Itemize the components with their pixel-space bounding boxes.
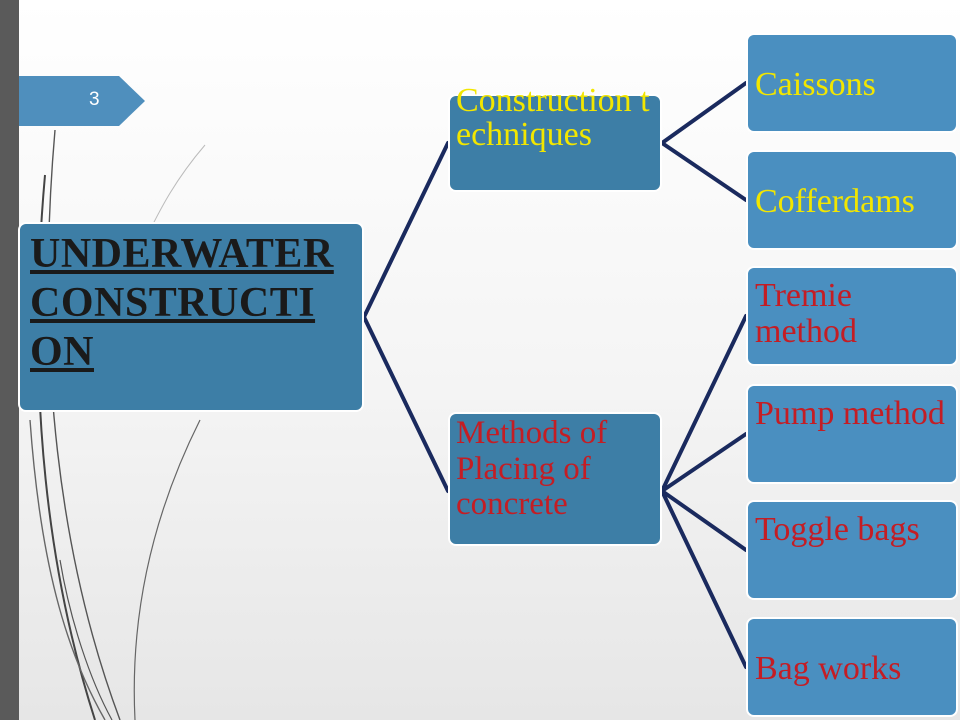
- slide-left-bar: [0, 0, 19, 720]
- connector-placing-to-bagworks: [660, 489, 748, 669]
- leaf-bag-works: Bag works: [746, 617, 958, 717]
- connector-placing-to-toggle: [660, 489, 748, 552]
- connector-construction-to-caissons: [660, 81, 748, 145]
- leaf-cofferdams: Cofferdams: [746, 150, 958, 250]
- root-label: UNDERWATER CONSTRUCTION: [30, 231, 334, 375]
- leaf-label: Pump method: [755, 395, 945, 432]
- connector-root-to-placing: [362, 315, 450, 493]
- leaf-label: Tremie method: [755, 277, 857, 350]
- connector-placing-to-pump: [660, 432, 748, 493]
- connector-construction-to-cofferdams: [660, 141, 748, 202]
- leaf-tremie-method: Tremie method: [746, 266, 958, 366]
- slide-number: 3: [89, 89, 100, 110]
- leaf-pump-method: Pump method: [746, 384, 958, 484]
- leaf-caissons: Caissons: [746, 33, 958, 133]
- leaf-label: Cofferdams: [755, 183, 915, 220]
- branch-methods-of-placing: Methods of Placing of concrete: [448, 412, 662, 546]
- branch-construction-techniques: Construction techniques: [448, 84, 662, 192]
- slide-number-tab: 3: [19, 76, 145, 126]
- leaf-label: Bag works: [755, 650, 902, 687]
- connector-root-to-construction: [362, 141, 450, 319]
- branch-label: Construction techniques: [456, 82, 650, 153]
- leaf-toggle-bags: Toggle bags: [746, 500, 958, 600]
- branch-label: Methods of Placing of concrete: [456, 415, 608, 523]
- leaf-label: Caissons: [755, 66, 876, 103]
- leaf-label: Toggle bags: [755, 511, 920, 548]
- connector-placing-to-tremie: [660, 314, 748, 493]
- root-node: UNDERWATER CONSTRUCTION: [18, 222, 364, 412]
